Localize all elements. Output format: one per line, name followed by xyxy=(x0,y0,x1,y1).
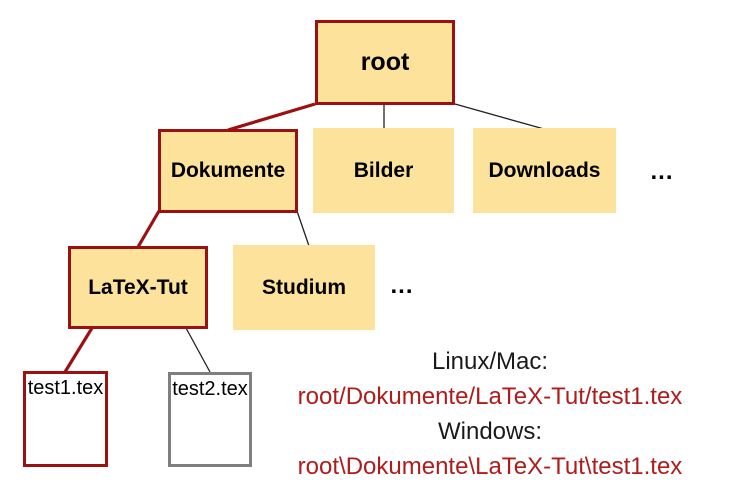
edge-dokumente-latextut xyxy=(136,210,161,248)
edge-root-dokumente xyxy=(227,102,316,132)
node-dokumente-label: Dokumente xyxy=(170,159,286,182)
node-root-label: root xyxy=(360,48,410,76)
node-bilder-label: Bilder xyxy=(353,158,414,182)
node-latex-tut: LaTeX-Tut xyxy=(68,246,208,329)
node-studium-label: Studium xyxy=(262,275,346,299)
windows-heading: Windows: xyxy=(437,418,543,445)
node-dokumente: Dokumente xyxy=(158,129,298,213)
node-file-test1: test1.tex xyxy=(23,371,108,467)
windows-path: root\Dokumente\LaTeX-Tut\test1.tex xyxy=(297,453,683,480)
node-root: root xyxy=(315,20,455,105)
node-studium: Studium xyxy=(233,245,375,330)
node-bilder: Bilder xyxy=(313,128,454,213)
ellipsis-more-folders-row3: ... xyxy=(390,272,414,299)
node-file-test2: test2.tex xyxy=(168,372,252,467)
edge-latextut-test1 xyxy=(63,327,94,373)
edge-latextut-test2 xyxy=(185,327,211,373)
node-downloads: Downloads xyxy=(473,128,616,213)
ellipsis-more-folders-row2: ... xyxy=(650,158,674,185)
path-annotation-block: Linux/Mac: root/Dokumente/LaTeX-Tut/test… xyxy=(280,344,700,484)
node-file-test2-label: test2.tex xyxy=(172,378,248,400)
node-downloads-label: Downloads xyxy=(488,158,601,182)
linux-mac-heading: Linux/Mac: xyxy=(431,348,549,375)
node-file-test1-label: test1.tex xyxy=(27,377,104,399)
node-latex-tut-label: LaTeX-Tut xyxy=(88,275,188,299)
linux-mac-path: root/Dokumente/LaTeX-Tut/test1.tex xyxy=(297,383,683,410)
edge-root-downloads xyxy=(454,103,545,130)
edge-dokumente-studium xyxy=(296,210,310,247)
